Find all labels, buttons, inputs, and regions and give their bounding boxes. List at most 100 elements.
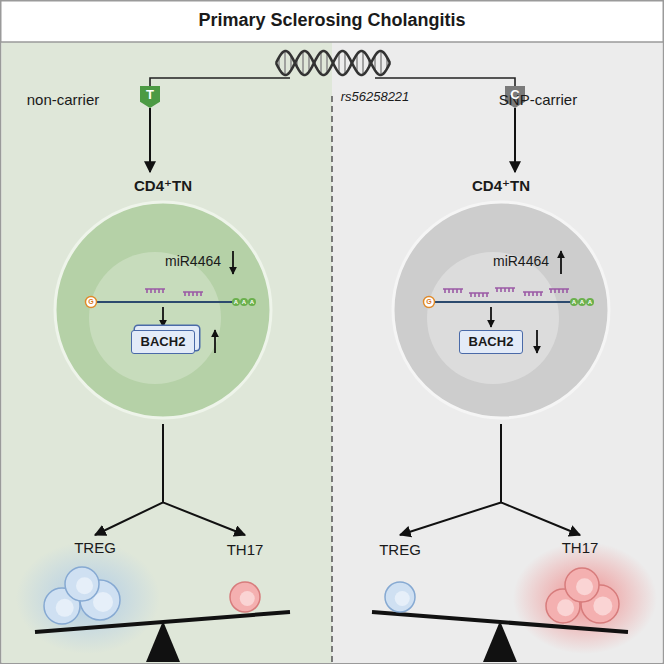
t-cell <box>230 582 260 612</box>
nucleotide-letter: G <box>88 298 93 306</box>
t-cell-group-label: TREG <box>74 540 116 557</box>
mrna-cap <box>424 297 435 308</box>
nucleotide-letter: A <box>588 299 592 306</box>
cell-body <box>393 202 609 418</box>
mirna-name: miR4464 <box>165 254 221 269</box>
allele-tag-label: C <box>510 88 519 102</box>
allele-wire <box>375 78 515 86</box>
nucleotide-letter: A <box>234 299 238 306</box>
poly-a <box>578 298 586 306</box>
dna-rung <box>326 53 328 73</box>
t-cell <box>385 582 415 612</box>
tag-outline <box>505 86 525 108</box>
mrna-cap <box>86 297 97 308</box>
flow-arrow <box>163 424 245 535</box>
carrier-panel-label: non-carrier <box>27 92 100 109</box>
t-cell-group: TH17 <box>525 536 635 631</box>
t-cell-nucleus <box>76 577 93 594</box>
naive-t-cell: CD4⁺TN miR4464BACH2 <box>391 172 611 424</box>
naive-t-cell: CD4⁺TN miR4464BACH2 <box>53 172 273 424</box>
naive-t-cell-shape <box>391 172 611 424</box>
snp-id: rs56258221 <box>341 90 410 104</box>
mirna-symbol <box>183 292 203 296</box>
gene-box: BACH2 <box>131 330 196 354</box>
nucleotide-letter: A <box>580 299 584 306</box>
carrier-panel: non-carrier T CD4⁺TN miR4464BACH2TREG TH17 <box>1 42 332 663</box>
dna-strand <box>276 51 390 75</box>
t-cell <box>565 568 599 602</box>
title-rule <box>0 41 664 43</box>
t-cell <box>65 567 99 601</box>
dna-rung <box>380 51 382 75</box>
gene-box-label: BACH2 <box>469 334 514 350</box>
level-arrow <box>214 330 216 353</box>
t-cell-group-label: TH17 <box>562 540 599 557</box>
allele-wire <box>150 78 290 86</box>
t-cell-nucleus <box>56 599 74 617</box>
t-cell-nucleus <box>240 591 255 606</box>
gene-box: BACH2 <box>459 330 524 354</box>
t-cell-group: TREG <box>375 536 425 616</box>
dna-helix <box>276 51 390 75</box>
t-cell-nucleus <box>576 578 593 595</box>
t-cell-nucleus <box>93 592 113 612</box>
level-arrow <box>560 251 562 274</box>
flow-arrow <box>514 108 516 172</box>
cell-heading: CD4⁺TN <box>134 178 192 195</box>
mrna-strand <box>433 301 573 303</box>
level-arrow <box>490 307 492 327</box>
treg-glow <box>16 542 160 654</box>
dna-rung <box>320 52 322 74</box>
flow-arrow <box>400 424 501 535</box>
level-arrow <box>162 307 164 327</box>
carrier-panel: SNP-carrierCCD4⁺TNmiR4464BACH2TREGTH17 <box>332 42 663 663</box>
level-arrow <box>232 251 234 274</box>
nucleotide-letter: A <box>572 299 576 306</box>
poly-a <box>570 298 578 306</box>
nucleotide-letter: G <box>426 298 431 306</box>
dna-rung <box>338 53 340 73</box>
mirna-symbol <box>443 289 463 293</box>
mirna-symbol <box>469 293 489 297</box>
dna-rung <box>344 52 346 74</box>
divider <box>331 96 333 663</box>
nucleus <box>89 252 221 384</box>
mirna-symbol <box>495 288 515 292</box>
t-cell-group: TH17 <box>220 536 270 616</box>
cell-heading: CD4⁺TN <box>472 178 530 195</box>
mrna-strand <box>95 301 235 303</box>
flow-arrow <box>501 424 580 535</box>
nucleus <box>427 252 559 384</box>
tag-outline <box>140 86 160 108</box>
flow-arrow <box>95 424 163 535</box>
gene-box-label: BACH2 <box>141 334 186 350</box>
mirna-name: miR4464 <box>493 254 549 269</box>
left-ground <box>2 42 333 663</box>
nucleotide-letter: A <box>250 299 254 306</box>
poly-a <box>232 298 240 306</box>
t-cell-group-label: TH17 <box>227 542 264 559</box>
t-cell-nucleus <box>557 599 574 616</box>
allele-tag-label: T <box>146 88 154 102</box>
dna-rung <box>302 51 304 74</box>
seesaw-fulcrum <box>483 621 517 662</box>
title: Primary Sclerosing Cholangitis <box>198 11 465 31</box>
flow-arrow <box>149 108 151 172</box>
seesaw-fulcrum <box>146 621 180 662</box>
naive-t-cell-shape <box>53 172 273 424</box>
nucleotide-letter: A <box>242 299 246 306</box>
right-ground <box>332 42 663 663</box>
t-cell-group: TREG <box>40 536 150 631</box>
t-cell-nucleus <box>395 591 410 606</box>
t-cell-group-label: TREG <box>379 542 421 559</box>
dna-rung <box>362 51 364 74</box>
poly-a <box>240 298 248 306</box>
allele-tag: T <box>140 86 160 108</box>
cell-body <box>55 202 271 418</box>
th17-glow <box>513 542 657 654</box>
level-arrow <box>536 330 538 353</box>
poly-a <box>586 298 594 306</box>
mirna-symbol <box>523 292 543 296</box>
mirna-symbol <box>549 289 569 293</box>
